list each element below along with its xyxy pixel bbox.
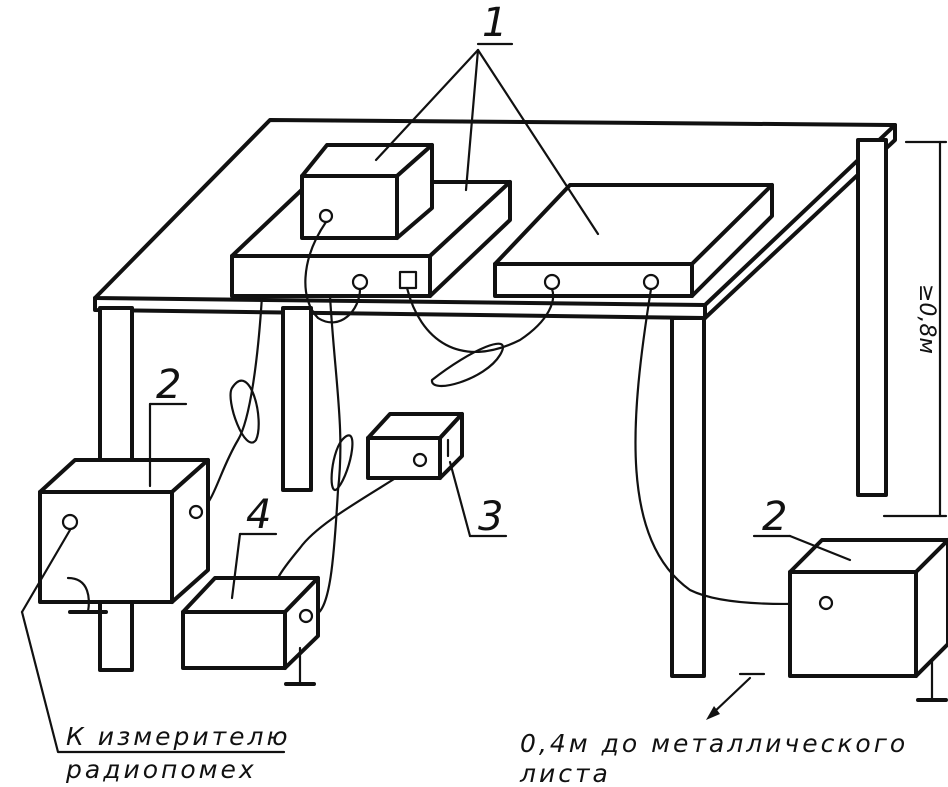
caption-meter-line2: радиопомех	[65, 755, 257, 784]
caption-distance-line2: листа	[519, 759, 611, 787]
table-leg-front-right	[670, 316, 706, 678]
caption-meter-line1: К измерителю	[66, 722, 291, 751]
label-device-under-test: 1	[482, 0, 507, 46]
label-auxiliary-4: 4	[246, 492, 271, 538]
cables	[198, 220, 824, 617]
label-auxiliary-3: 3	[478, 494, 503, 540]
equipment-under-test	[230, 143, 774, 298]
label-network-equivalent-right: 2	[762, 494, 787, 540]
network-equivalent-right	[788, 538, 948, 702]
auxiliary-device-3	[366, 412, 464, 480]
caption-distance-line1: 0,4м до металлического	[520, 729, 908, 758]
network-equivalent-left	[20, 458, 210, 614]
label-height-dimension: ≥0,8м	[914, 284, 939, 354]
label-network-equivalent-left: 2	[156, 362, 181, 408]
table-leg-back-right	[856, 138, 888, 497]
labels: 1 2 4 3 2 ≥0,8м К измерителю радиопомех …	[65, 0, 939, 787]
table-leg-back-left	[281, 306, 313, 492]
leader-lines	[20, 42, 948, 754]
auxiliary-device-4	[181, 576, 320, 686]
